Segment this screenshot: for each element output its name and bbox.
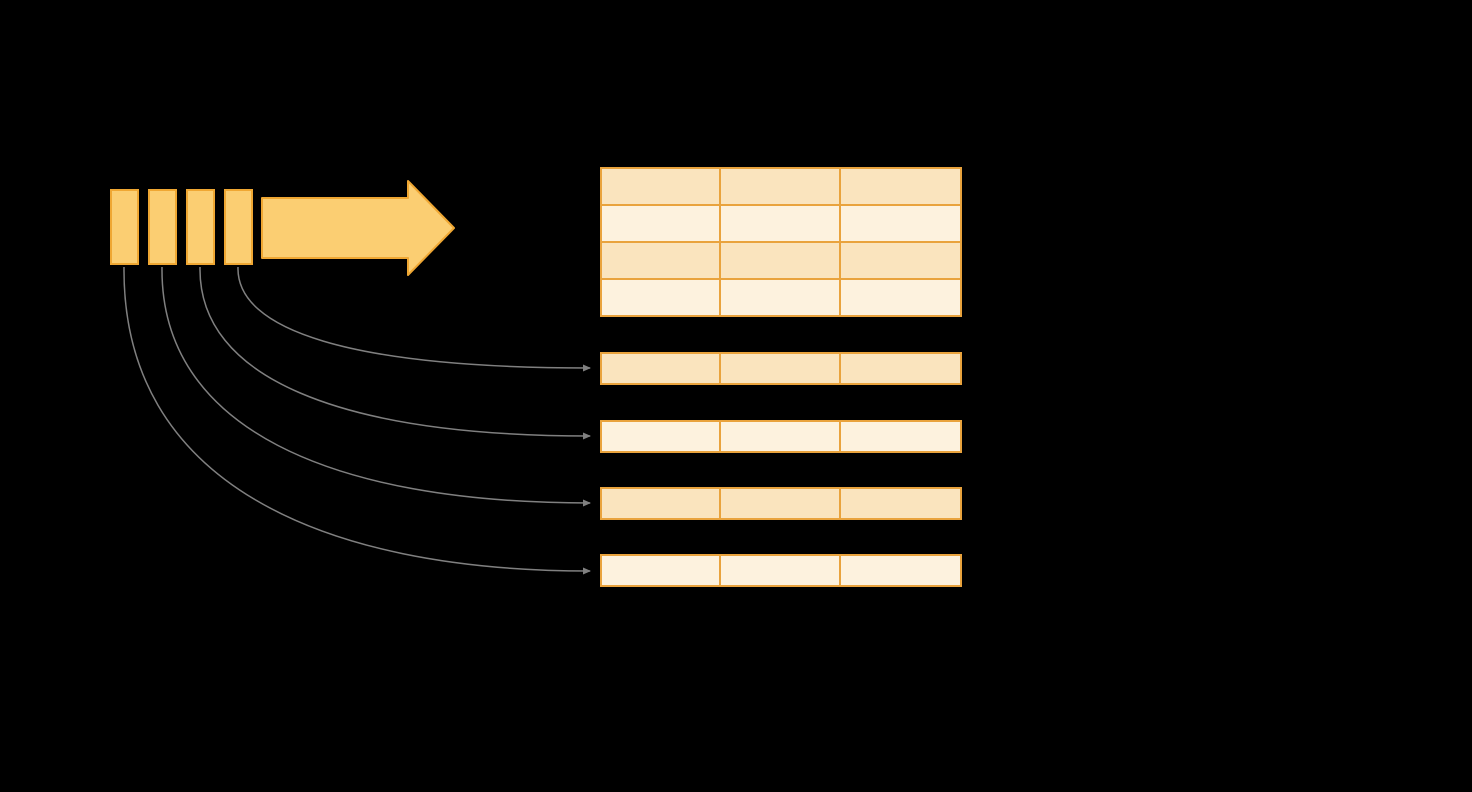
table-cell — [602, 206, 722, 241]
stream-segment-4 — [224, 189, 253, 265]
table-cell — [721, 243, 841, 278]
table-cell — [721, 489, 841, 518]
table-cell — [602, 354, 722, 383]
table-row — [602, 422, 960, 451]
row-table-3 — [600, 487, 962, 520]
table-cell — [840, 169, 960, 204]
table-row — [602, 489, 960, 518]
table-cell — [840, 280, 960, 315]
table-cell — [721, 206, 841, 241]
table-cell — [840, 556, 960, 585]
table-row — [602, 278, 960, 315]
connector-arrow-4 — [123, 266, 591, 575]
table-cell — [840, 206, 960, 241]
table-cell — [721, 354, 841, 383]
row-table-1 — [600, 352, 962, 385]
table-row — [602, 241, 960, 278]
table-cell — [602, 169, 722, 204]
table-cell — [721, 556, 841, 585]
table-cell — [602, 489, 722, 518]
flow-arrow — [261, 180, 455, 276]
table-cell — [602, 556, 722, 585]
table-cell — [602, 243, 722, 278]
stream-segment-3 — [186, 189, 215, 265]
stream-segment-2 — [148, 189, 177, 265]
stream-segment-1 — [110, 189, 139, 265]
table-row — [602, 169, 960, 204]
table-cell — [840, 354, 960, 383]
table-cell — [840, 243, 960, 278]
main-table — [600, 167, 962, 317]
table-cell — [721, 422, 841, 451]
table-cell — [721, 280, 841, 315]
table-cell — [840, 489, 960, 518]
table-row — [602, 204, 960, 241]
table-cell — [602, 422, 722, 451]
table-row — [602, 354, 960, 383]
row-table-4 — [600, 554, 962, 587]
connector-arrow-2 — [199, 266, 591, 440]
table-cell — [721, 169, 841, 204]
connector-arrow-1 — [237, 266, 591, 372]
table-cell — [602, 280, 722, 315]
table-row — [602, 556, 960, 585]
row-table-2 — [600, 420, 962, 453]
connector-arrow-3 — [161, 266, 591, 507]
table-cell — [840, 422, 960, 451]
